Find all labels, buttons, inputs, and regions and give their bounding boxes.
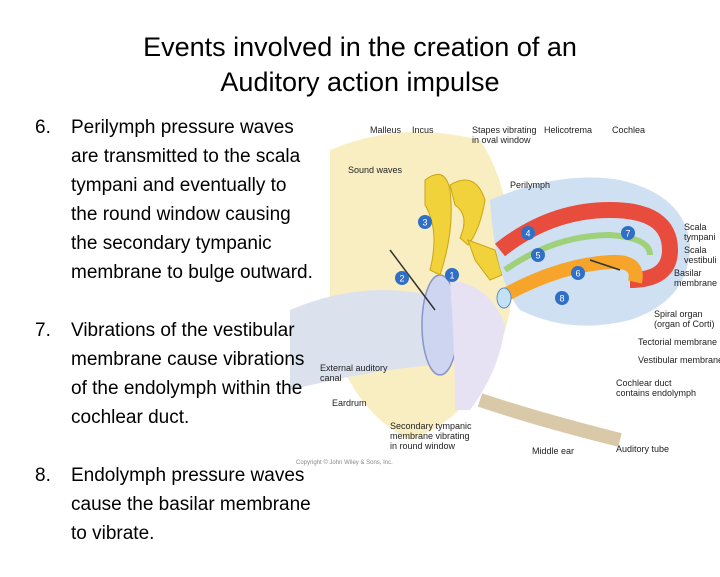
- label-helicotrema: Helicotrema: [544, 125, 593, 135]
- malleus-shape: [424, 173, 452, 276]
- event-number: 7.: [35, 320, 51, 341]
- label-malleus: Malleus: [370, 125, 402, 135]
- event-8: 8. Endolymph pressure waves cause the ba…: [35, 461, 375, 548]
- step-marker-7: 7: [621, 226, 635, 240]
- label-tectorial-membrane: Tectorial membrane: [638, 337, 718, 347]
- svg-text:2: 2: [399, 274, 404, 284]
- perilymph-region: [490, 177, 690, 326]
- ear-illustration: 1 2 3 4 5 6 7 8: [290, 132, 690, 447]
- event-text-line: tympani and eventually to: [71, 175, 287, 196]
- event-text-line: membrane cause vibrations: [71, 349, 305, 370]
- step-marker-4: 4: [521, 226, 535, 240]
- step-marker-6: 6: [571, 266, 585, 280]
- stapes-shape: [467, 239, 503, 281]
- round-window: [496, 287, 512, 309]
- label-cochlea: Cochlea: [612, 125, 646, 135]
- copyright-notice: Copyright © John Wiley & Sons, Inc.: [296, 460, 393, 466]
- ear-diagram: 1 2 3 4 5 6 7 8 Malleus Incus Stapes vib…: [290, 110, 720, 470]
- label-vestibular-membrane: Vestibular membrane: [638, 355, 720, 365]
- event-list: 6. Perilymph pressure waves are transmit…: [35, 113, 375, 577]
- event-text-line: to vibrate.: [71, 523, 155, 544]
- step-marker-1: 1: [445, 268, 459, 282]
- external-canal: [290, 290, 435, 390]
- event-number: 6.: [35, 117, 51, 138]
- arrow-perilymph: [589, 259, 621, 271]
- label-perilymph: Perilymph: [510, 180, 551, 190]
- svg-text:4: 4: [525, 229, 530, 239]
- label-spiral-organ: Spiral organ(organ of Corti): [654, 309, 715, 329]
- svg-text:5: 5: [535, 251, 540, 261]
- title-line-2: Auditory action impulse: [220, 67, 500, 97]
- event-text-line: of the endolymph within the: [71, 378, 303, 399]
- scala-tympani: [501, 254, 643, 302]
- step-marker-3: 3: [418, 215, 432, 229]
- middle-ear-cavity: [450, 280, 505, 410]
- event-text-line: Perilymph pressure waves: [71, 117, 294, 138]
- slide-title: Events involved in the creation of an Au…: [60, 30, 660, 100]
- auditory-tube-shape: [477, 393, 622, 447]
- event-text-line: the secondary tympanic: [71, 233, 272, 254]
- step-marker-8: 8: [555, 291, 569, 305]
- label-middle-ear: Middle ear: [532, 446, 575, 456]
- event-text-line: Endolymph pressure waves: [71, 465, 305, 486]
- label-auditory-tube: Auditory tube: [616, 444, 670, 454]
- arrow-sound-waves: [389, 249, 436, 311]
- event-text-line: Vibrations of the vestibular: [71, 320, 295, 341]
- title-line-1: Events involved in the creation of an: [143, 32, 577, 62]
- svg-text:8: 8: [559, 294, 564, 304]
- svg-text:7: 7: [625, 229, 630, 239]
- label-eardrum: Eardrum: [332, 398, 367, 408]
- event-text-line: cause the basilar membrane: [71, 494, 311, 515]
- event-text-line: are transmitted to the scala: [71, 146, 301, 167]
- event-7: 7. Vibrations of the vestibular membrane…: [35, 316, 375, 432]
- label-incus: Incus: [412, 125, 434, 135]
- incus-shape: [449, 179, 486, 246]
- svg-text:6: 6: [575, 269, 580, 279]
- svg-text:1: 1: [449, 271, 454, 281]
- step-marker-5: 5: [531, 248, 545, 262]
- event-text-line: cochlear duct.: [71, 407, 190, 428]
- svg-text:3: 3: [422, 218, 427, 228]
- event-text-line: membrane to bulge outward.: [71, 262, 313, 283]
- scala-vestibuli: [495, 201, 679, 288]
- event-text-line: the round window causing: [71, 204, 291, 225]
- event-6: 6. Perilymph pressure waves are transmit…: [35, 113, 375, 287]
- label-sound-waves: Sound waves: [348, 165, 403, 175]
- event-number: 8.: [35, 465, 51, 486]
- step-marker-2: 2: [395, 271, 409, 285]
